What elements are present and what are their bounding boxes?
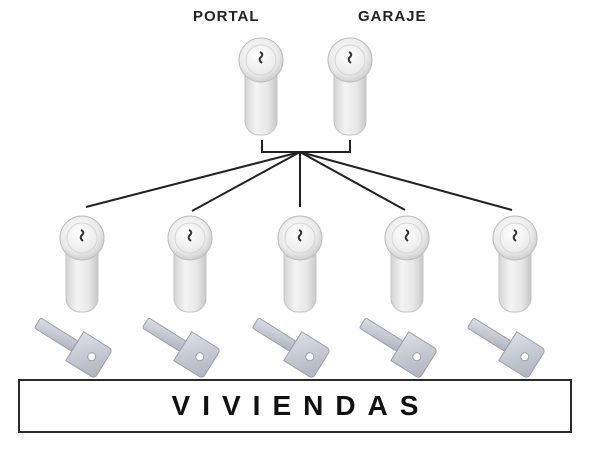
cylinder-portal bbox=[238, 37, 284, 136]
keyhole-icon bbox=[347, 51, 353, 64]
keyhole-icon bbox=[297, 229, 303, 242]
keyhole-icon bbox=[79, 229, 85, 242]
connection-lines bbox=[85, 140, 513, 212]
connector-5 bbox=[299, 151, 513, 211]
label-portal: PORTAL bbox=[193, 8, 260, 25]
keyhole-icon bbox=[512, 229, 518, 242]
key-icon bbox=[142, 318, 220, 378]
key-icon bbox=[359, 318, 437, 378]
connector-4 bbox=[299, 151, 406, 211]
key-icon bbox=[467, 318, 545, 378]
key-icon bbox=[34, 318, 112, 378]
cylinder-dwelling-1 bbox=[59, 215, 105, 313]
key-icon bbox=[252, 318, 330, 378]
viviendas-label: VIVIENDAS bbox=[171, 390, 431, 421]
cylinder-garaje bbox=[327, 37, 373, 136]
keyhole-icon bbox=[404, 229, 410, 242]
viviendas-box: VIVIENDAS bbox=[18, 379, 572, 433]
bracket-line bbox=[261, 140, 351, 153]
connector-1 bbox=[85, 151, 301, 208]
cylinder-dwelling-4 bbox=[384, 215, 430, 313]
cylinder-dwelling-2 bbox=[167, 215, 213, 313]
keyhole-icon bbox=[258, 51, 264, 64]
connector-2 bbox=[191, 151, 301, 212]
keyhole-icon bbox=[187, 229, 193, 242]
cylinder-dwelling-5 bbox=[492, 215, 538, 313]
label-garaje: GARAJE bbox=[358, 8, 427, 25]
cylinder-dwelling-3 bbox=[277, 215, 323, 313]
